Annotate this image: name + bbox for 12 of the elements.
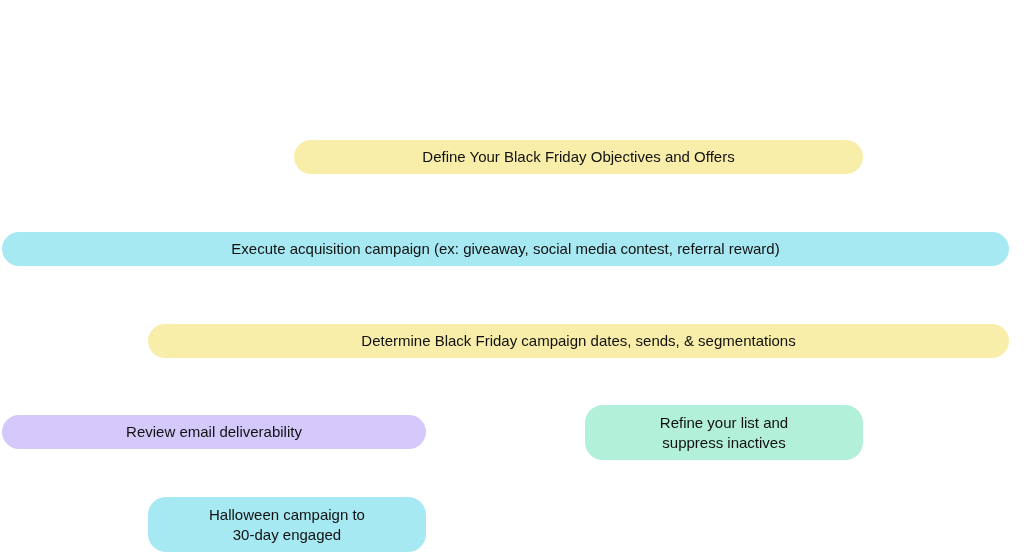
bar-label: Determine Black Friday campaign dates, sends, & segmentations	[361, 331, 796, 351]
bar-label: Execute acquisition campaign (ex: giveaway, social media contest, referral reward)	[231, 239, 780, 259]
timeline-bar	[585, 405, 863, 460]
timeline-bar	[2, 232, 1009, 266]
bar-label: Refine your list and suppress inactives	[658, 412, 790, 453]
bar-label: Review email deliverability	[126, 422, 302, 442]
bar-label: Halloween campaign to 30-day engaged	[208, 504, 366, 545]
timeline-bar	[2, 415, 426, 449]
bar-label: Define Your Black Friday Objectives and Offers	[422, 147, 735, 167]
timeline-bar	[294, 140, 863, 174]
timeline-bar	[148, 497, 426, 552]
timeline-bar	[148, 324, 1009, 358]
